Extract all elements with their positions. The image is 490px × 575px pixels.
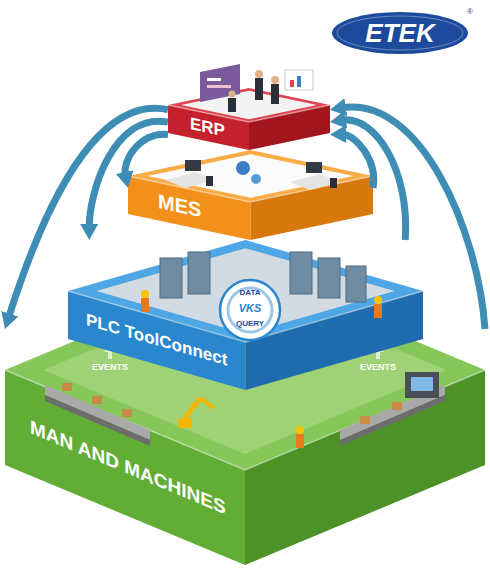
logo-ellipse (332, 12, 468, 54)
tray-right-wall (245, 370, 485, 565)
tray-right-wall (251, 176, 374, 240)
erp-layer: ERP (168, 88, 330, 150)
events-label: EVENTS (353, 363, 403, 372)
chart-line (207, 78, 221, 81)
flow-arrow (342, 134, 374, 188)
badge-text: DATA (218, 289, 282, 297)
logo-text: ETEK (340, 20, 460, 46)
logo-ring (337, 16, 463, 50)
badge-text: QUERY (218, 320, 282, 328)
person-head (255, 70, 263, 78)
data-query-badge: DATA VKS QUERY (218, 278, 282, 342)
flow-arrow (342, 120, 406, 240)
flow-arrow (125, 134, 168, 176)
tray-left-wall (5, 370, 245, 565)
tray-left-wall (168, 105, 249, 150)
chart-bar (290, 80, 294, 87)
mes-layer: MES (128, 150, 373, 240)
chart-bar (297, 76, 301, 87)
flow-arrow (89, 121, 168, 228)
registered-mark: ® (463, 8, 477, 16)
badge-logo-text: VKS (218, 303, 282, 314)
person-head (271, 76, 279, 84)
tray-left-wall (128, 176, 251, 240)
flow-arrow (9, 108, 168, 317)
chart-board (285, 70, 313, 90)
chart-line (207, 85, 231, 88)
flow-arrow (342, 107, 485, 329)
tray-right-wall (249, 105, 330, 150)
events-label: EVENTS (85, 363, 135, 372)
